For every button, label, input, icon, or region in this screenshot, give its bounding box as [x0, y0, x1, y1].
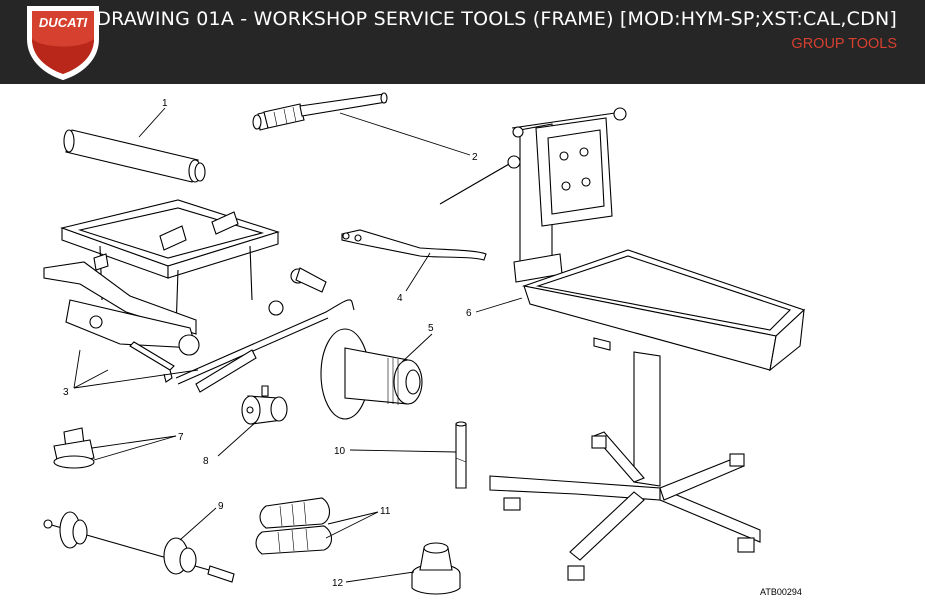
part-9-puller[interactable] [43, 511, 235, 583]
header-bar: DUCATI DRAWING 01A - WORKSHOP SERVICE TO… [0, 0, 925, 84]
callout-1: 1 [162, 98, 168, 109]
drawing-reference: ATB00294 [760, 587, 802, 596]
part-1-roller[interactable] [63, 129, 206, 183]
callout-9: 9 [218, 501, 224, 512]
part-6-workstand[interactable] [439, 107, 806, 581]
part-2-tool[interactable] [252, 92, 388, 131]
part-7-adapter[interactable] [53, 427, 95, 469]
page-title: DRAWING 01A - WORKSHOP SERVICE TOOLS (FR… [96, 8, 897, 30]
brand-wordmark: DUCATI [39, 15, 88, 30]
callout-2: 2 [472, 152, 478, 163]
callout-3: 3 [63, 387, 69, 398]
callout-11: 11 [380, 506, 391, 517]
part-12-cap[interactable] [411, 542, 461, 595]
callout-5: 5 [428, 323, 434, 334]
part-5-bushing[interactable] [320, 328, 423, 420]
callout-10: 10 [334, 446, 346, 457]
callout-6: 6 [466, 308, 472, 319]
part-8-sleeve[interactable] [241, 385, 288, 425]
exploded-drawing: 1 2 3 4 5 6 7 8 9 10 11 12 ATB00294 [0, 84, 925, 597]
part-3-lift-stand[interactable] [43, 199, 355, 393]
callout-7: 7 [178, 432, 184, 443]
part-4-wrench[interactable] [341, 229, 487, 261]
ducati-logo[interactable]: DUCATI [22, 3, 104, 81]
callout-4: 4 [397, 293, 403, 304]
part-10-pin[interactable] [455, 421, 467, 489]
callout-12: 12 [332, 578, 344, 589]
part-11-half-shells[interactable] [255, 497, 333, 555]
callout-8: 8 [203, 456, 209, 467]
group-link[interactable]: GROUP TOOLS [791, 36, 897, 52]
